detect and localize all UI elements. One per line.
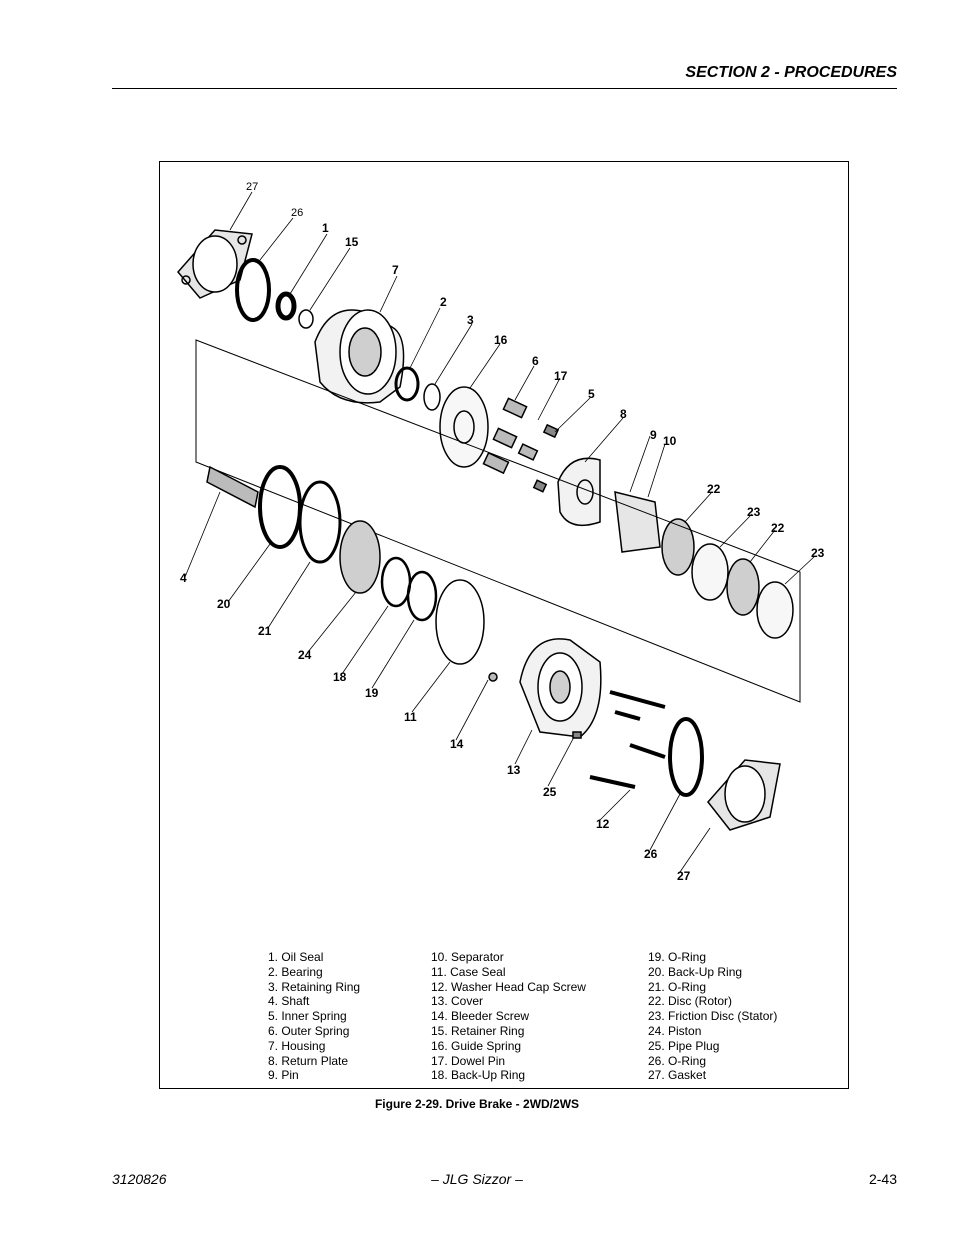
legend-column-1: 1. Oil Seal 2. Bearing 3. Retaining Ring… [268, 950, 360, 1083]
exploded-view-drawing: 27 26 1 15 7 2 3 16 6 17 5 8 9 10 22 23 … [177, 181, 825, 883]
callout-9: 9 [650, 428, 657, 442]
callout-6: 6 [532, 354, 539, 368]
callout-17: 17 [554, 369, 568, 383]
callout-25: 25 [543, 785, 557, 799]
legend-item: 24. Piston [648, 1023, 702, 1038]
callout-7: 7 [392, 263, 399, 277]
legend-item: 20. Back-Up Ring [648, 964, 743, 979]
legend-item: 16. Guide Spring [431, 1038, 522, 1053]
callout-10: 10 [663, 434, 677, 448]
legend-item: 26. O-Ring [648, 1053, 707, 1068]
legend-item: 25. Pipe Plug [648, 1038, 720, 1053]
legend-item: 9. Pin [268, 1068, 299, 1083]
rotor-disc-2 [726, 558, 760, 616]
footer-title: – JLG Sizzor – [431, 1171, 523, 1187]
callout-13: 13 [507, 763, 521, 777]
footer-doc-number: 3120826 [112, 1171, 167, 1187]
callout-27-top: 27 [246, 181, 258, 193]
figure-caption: Figure 2-29. Drive Brake - 2WD/2WS [374, 1097, 580, 1111]
legend-item: 17. Dowel Pin [431, 1053, 506, 1068]
legend-item: 19. O-Ring [648, 950, 707, 964]
callout-22-a: 22 [707, 482, 721, 496]
legend-column-2: 10. Separator 11. Case Seal 12. Washer H… [431, 950, 586, 1083]
leader-lines [184, 191, 816, 873]
bleeder-screw [488, 672, 498, 682]
legend-item: 27. Gasket [648, 1068, 707, 1083]
separator [614, 491, 661, 553]
legend-item: 13. Cover [431, 994, 484, 1009]
legend-item: 15. Retainer Ring [431, 1023, 525, 1038]
case-seal [435, 579, 485, 665]
back-up-ring-20 [258, 465, 302, 549]
callout-11: 11 [404, 710, 417, 724]
callout-23-a: 23 [747, 505, 761, 519]
legend-item: 6. Outer Spring [268, 1023, 350, 1038]
callout-18: 18 [333, 670, 347, 684]
legend-item: 18. Back-Up Ring [431, 1068, 526, 1083]
retaining-ring [423, 383, 441, 411]
piston [339, 520, 381, 594]
legend-item: 14. Bleeder Screw [431, 1009, 530, 1024]
callout-3: 3 [467, 313, 474, 327]
callout-5: 5 [588, 387, 595, 401]
callout-27-bottom: 27 [677, 869, 691, 883]
legend-item: 8. Return Plate [268, 1053, 349, 1068]
legend-item: 7. Housing [268, 1038, 326, 1053]
legend-item: 4. Shaft [268, 994, 310, 1009]
o-ring-26-top [235, 258, 271, 322]
callout-14: 14 [450, 737, 464, 751]
callout-26-bottom: 26 [644, 847, 658, 861]
o-ring-19 [406, 570, 438, 622]
callout-12: 12 [596, 817, 610, 831]
pipe-plug [572, 731, 582, 739]
stator-disc-1 [691, 543, 729, 601]
cap-screws [589, 690, 666, 789]
callout-16: 16 [494, 333, 508, 347]
callout-21: 21 [258, 624, 272, 638]
callout-20: 20 [217, 597, 231, 611]
legend-column-3: 19. O-Ring 20. Back-Up Ring 21. O-Ring 2… [648, 950, 777, 1083]
gasket-bottom [707, 759, 781, 831]
rotor-disc-1 [661, 518, 695, 576]
callout-8: 8 [620, 407, 627, 421]
legend-item: 3. Retaining Ring [268, 979, 361, 994]
callout-4: 4 [180, 571, 187, 585]
legend-item: 1. Oil Seal [268, 950, 324, 964]
callout-24: 24 [298, 648, 312, 662]
stator-disc-2 [756, 581, 794, 639]
legend-item: 23. Friction Disc (Stator) [648, 1009, 778, 1024]
legend-item: 22. Disc (Rotor) [648, 994, 733, 1009]
bearing [394, 366, 420, 402]
callout-22-b: 22 [771, 521, 785, 535]
callout-1: 1 [322, 221, 329, 235]
o-ring-21 [298, 480, 342, 564]
o-ring-26-bottom [668, 717, 704, 797]
return-plate [557, 457, 601, 527]
guide-plate [439, 386, 489, 468]
legend-item: 21. O-Ring [648, 979, 707, 994]
footer-page-number: 2-43 [868, 1171, 897, 1187]
legend-item: 10. Separator [431, 950, 504, 964]
cover [519, 638, 602, 738]
callout-19: 19 [365, 686, 379, 700]
oil-seal [275, 291, 297, 321]
housing [314, 309, 405, 404]
legend-item: 11. Case Seal [431, 964, 506, 979]
callout-26-top: 26 [291, 207, 303, 219]
back-up-ring-18 [380, 556, 412, 608]
figure-frame: 27 26 1 15 7 2 3 16 6 17 5 8 9 10 22 23 … [159, 161, 849, 1089]
shaft [206, 465, 259, 509]
callout-23-b: 23 [811, 546, 825, 560]
legend-item: 5. Inner Spring [268, 1009, 347, 1024]
gasket-top [177, 229, 253, 299]
callout-labels: 27 26 1 15 7 2 3 16 6 17 5 8 9 10 22 23 … [180, 181, 825, 883]
legend-item: 2. Bearing [268, 964, 323, 979]
section-title: SECTION 2 - PROCEDURES [685, 64, 897, 81]
callout-2: 2 [440, 295, 447, 309]
retainer-ring [298, 309, 314, 329]
header-rule [112, 88, 897, 89]
callout-15: 15 [345, 235, 359, 249]
legend-item: 12. Washer Head Cap Screw [431, 979, 586, 994]
springs [482, 397, 560, 493]
